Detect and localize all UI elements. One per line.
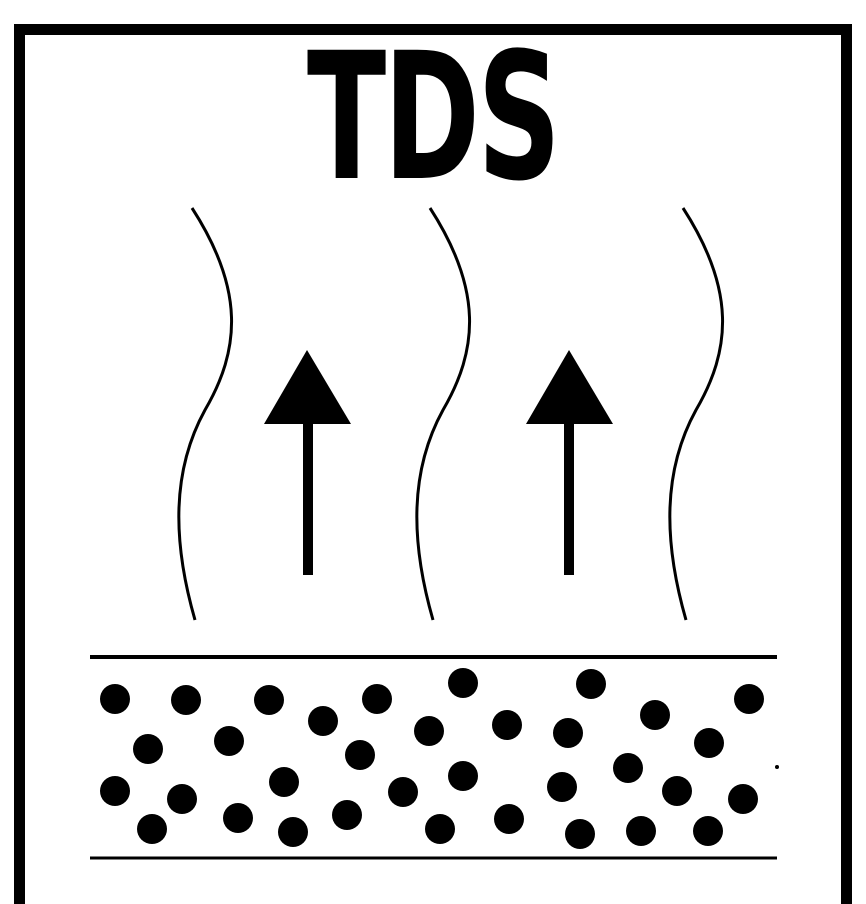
up-arrow-icon bbox=[526, 350, 613, 575]
vapor-wave-icon bbox=[179, 208, 232, 620]
vapor-wave-icon bbox=[417, 208, 470, 620]
vapor-wave-icon bbox=[670, 208, 723, 620]
tds-illustration bbox=[0, 0, 866, 877]
particle-layer-icon bbox=[100, 668, 779, 849]
up-arrow-icon bbox=[264, 350, 351, 575]
